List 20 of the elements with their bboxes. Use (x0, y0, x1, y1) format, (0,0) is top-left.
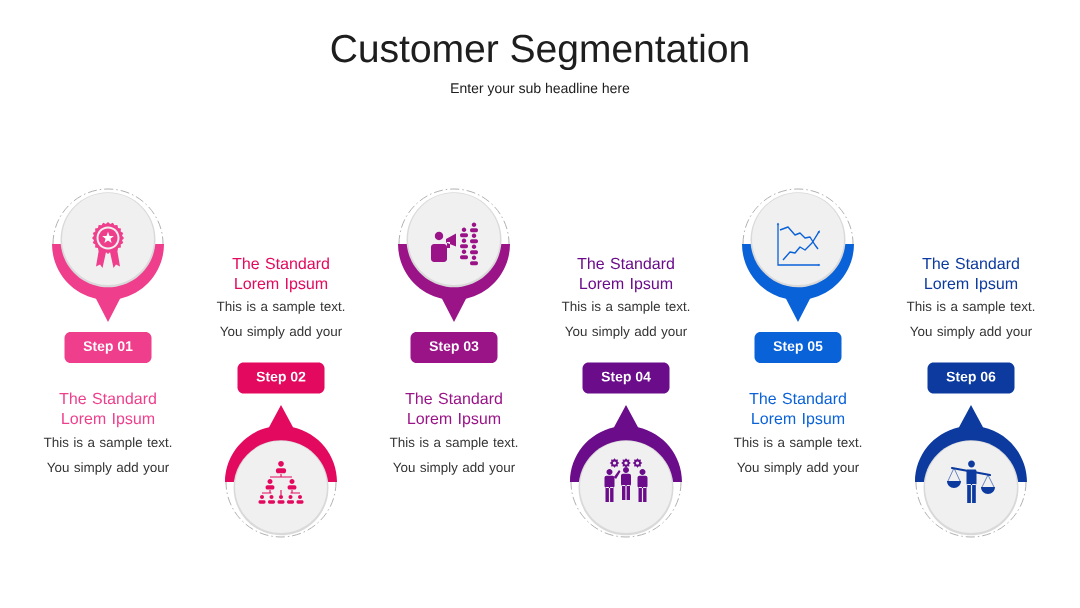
heading: The Standard Lorem Ipsum (232, 257, 329, 293)
heading: The Standard Lorem Ipsum (577, 257, 674, 293)
heading: The Standard Lorem Ipsum (405, 392, 502, 428)
body-text: This is a sample text. You simply add your (733, 437, 862, 475)
body-text: This is a sample text. You simply add your (561, 301, 690, 339)
step-badge: Step 03 (410, 332, 498, 363)
body-text: This is a sample text. You simply add your (43, 437, 172, 475)
step-badge: Step 04 (582, 362, 670, 394)
heading: The Standard Lorem Ipsum (922, 257, 1019, 293)
step-badge: Step 05 (754, 332, 842, 363)
heading: The Standard Lorem Ipsum (749, 392, 846, 428)
body-text: This is a sample text. You simply add your (906, 301, 1035, 339)
title: Customer Segmentation (331, 33, 748, 71)
step-badge: Step 01 (64, 332, 152, 363)
body-text: This is a sample text. You simply add your (389, 437, 518, 475)
heading: The Standard Lorem Ipsum (59, 392, 156, 428)
subtitle: Enter your sub headline here (451, 82, 630, 96)
body-text: This is a sample text. You simply add your (216, 301, 345, 339)
step-badge: Step 06 (927, 362, 1015, 394)
step-badge: Step 02 (237, 362, 325, 394)
